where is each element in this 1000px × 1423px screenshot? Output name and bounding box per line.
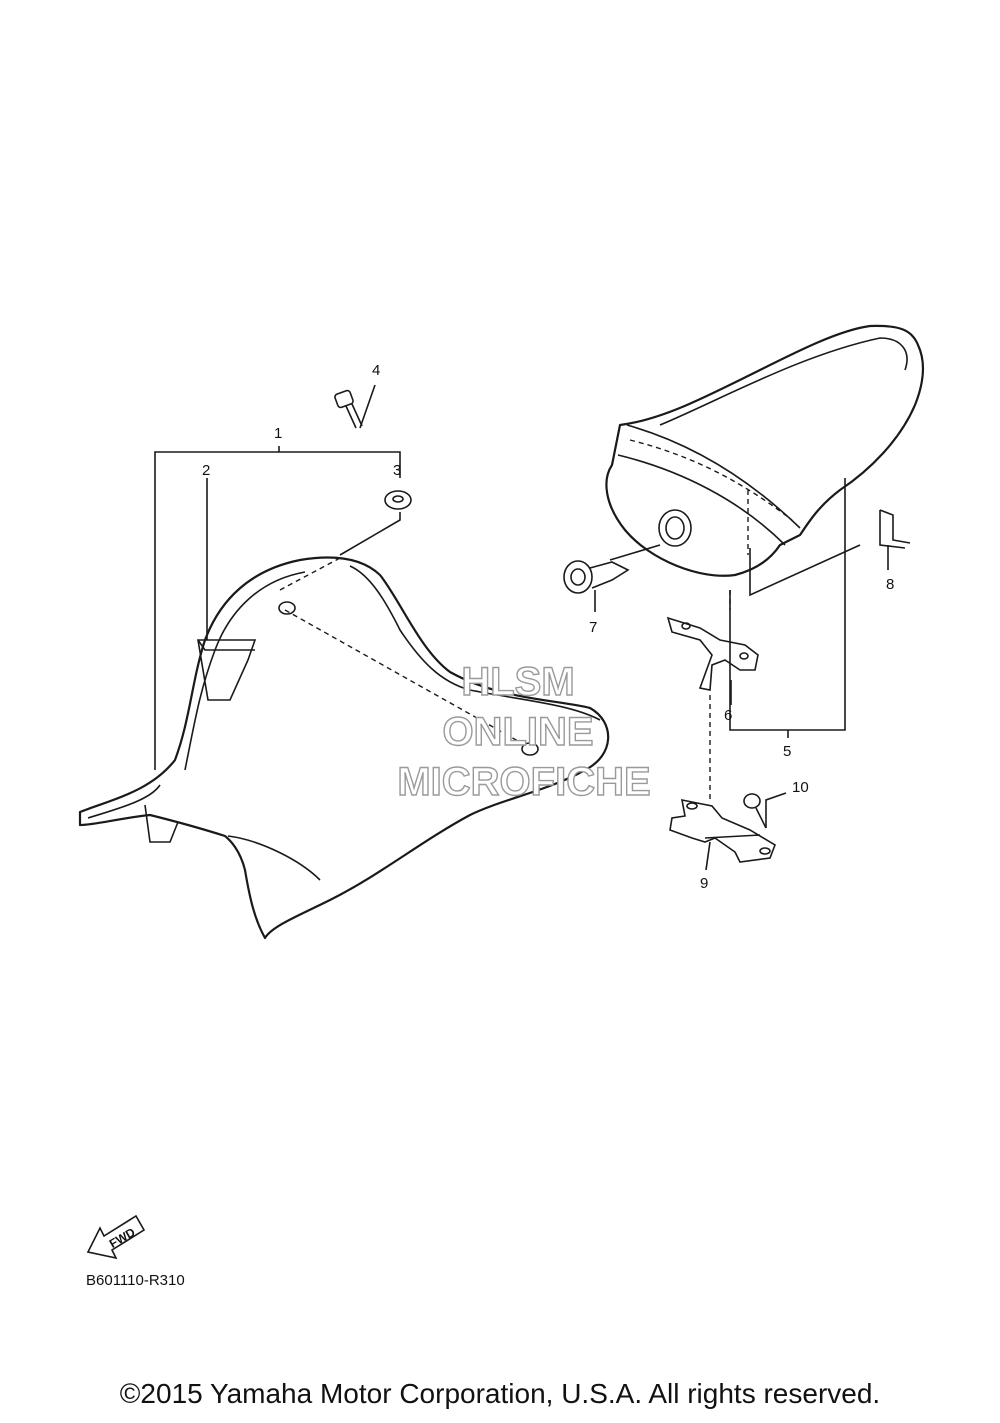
watermark: HLSM ONLINE MICROFICHE xyxy=(397,659,652,804)
lock-bracket-part-9 xyxy=(669,798,776,863)
callout-3: 3 xyxy=(393,462,401,479)
clip-part-8 xyxy=(879,509,911,549)
washer-part-3 xyxy=(384,490,412,510)
watermark-line-2: ONLINE xyxy=(442,710,593,754)
bolt-part-4 xyxy=(334,389,363,429)
rear-seat xyxy=(605,324,924,577)
callout-1: 1 xyxy=(274,425,282,442)
bolt-part-10 xyxy=(743,793,767,829)
callout-4: 4 xyxy=(372,362,380,379)
diagram-code: B601110-R310 xyxy=(86,1272,185,1289)
callout-labels: 1 2 3 4 5 6 7 8 9 10 xyxy=(202,362,894,892)
leader-lines xyxy=(154,384,889,871)
callout-2: 2 xyxy=(202,462,210,479)
callout-10: 10 xyxy=(792,779,809,796)
watermark-line-1: HLSM xyxy=(461,660,574,704)
callout-6: 6 xyxy=(724,707,732,724)
lock-cylinder-part-7 xyxy=(563,560,630,594)
copyright-notice: ©2015 Yamaha Motor Corporation, U.S.A. A… xyxy=(119,1378,881,1409)
callout-7: 7 xyxy=(589,619,597,636)
callout-9: 9 xyxy=(700,875,708,892)
fwd-label: FWD xyxy=(107,1225,138,1251)
forward-arrow-icon: FWD xyxy=(86,1214,146,1260)
hook-bracket-part-6 xyxy=(666,616,759,691)
watermark-line-3: MICROFICHE xyxy=(397,760,650,804)
front-seat xyxy=(78,556,610,940)
callout-8: 8 xyxy=(886,576,894,593)
callout-5: 5 xyxy=(783,743,791,760)
